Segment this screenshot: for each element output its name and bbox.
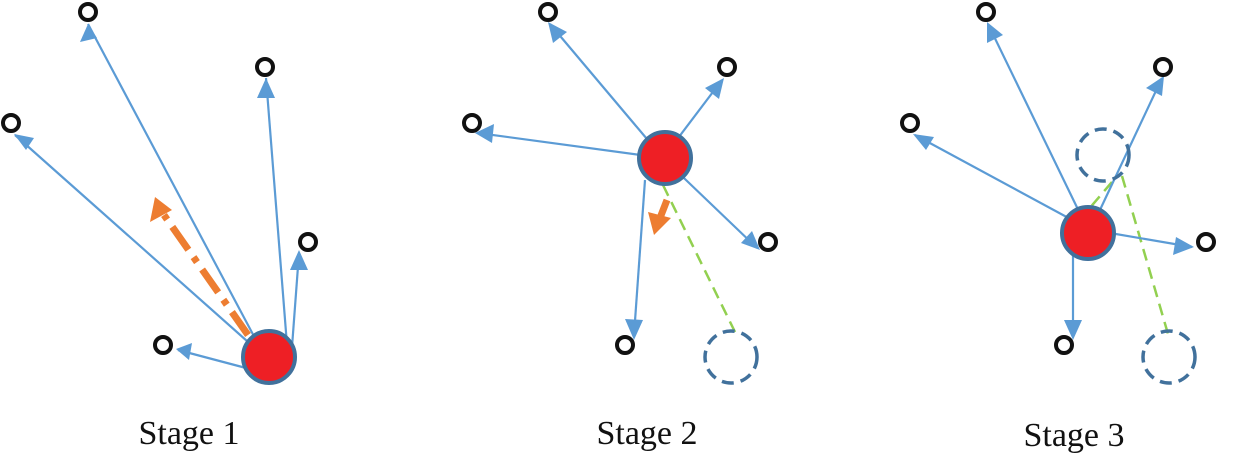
stage-3-panel: Stage 3 <box>900 2 1216 454</box>
motion-arrowhead <box>648 212 671 235</box>
arrowhead <box>290 250 308 270</box>
ghost-node <box>1075 127 1131 183</box>
arrowhead <box>1173 237 1194 255</box>
trail-line <box>661 184 737 333</box>
target-node <box>758 232 778 252</box>
target-node <box>462 113 482 133</box>
arrowhead <box>987 22 1003 43</box>
arrowhead <box>1064 320 1082 340</box>
link-arrow <box>987 23 1088 229</box>
target-node <box>298 232 318 252</box>
arrowhead <box>257 78 275 98</box>
link-arrow <box>914 134 1088 229</box>
agent-node <box>637 130 693 186</box>
agent-node <box>241 329 297 385</box>
target-node <box>1153 57 1173 77</box>
target-node <box>1054 335 1074 355</box>
target-node <box>153 335 173 355</box>
link-arrow <box>477 131 664 160</box>
target-node <box>976 2 996 22</box>
ghost-node <box>703 329 759 385</box>
stage-3-label: Stage 3 <box>1023 417 1124 454</box>
target-node <box>615 335 635 355</box>
link-arrow <box>264 77 289 346</box>
motion-arrow <box>161 212 251 338</box>
link-arrow <box>549 23 664 159</box>
target-node <box>717 57 737 77</box>
target-node <box>1196 232 1216 252</box>
arrowhead <box>176 343 192 360</box>
ghost-node <box>1141 329 1197 385</box>
stage-1-label: Stage 1 <box>138 415 239 452</box>
arrowhead <box>548 22 567 43</box>
arrowhead <box>741 231 760 250</box>
target-node <box>1 113 21 133</box>
target-node <box>255 57 275 77</box>
stage-2-panel: Stage 2 <box>462 2 778 452</box>
arrowhead <box>475 124 494 143</box>
link-arrow <box>87 23 266 358</box>
arrowhead <box>14 134 34 150</box>
agent-node <box>1060 205 1116 261</box>
link-arrow <box>1098 77 1163 213</box>
motion-arrow <box>656 198 671 220</box>
target-node <box>900 113 920 133</box>
arrowhead <box>913 134 934 150</box>
trail-line <box>1120 175 1170 335</box>
stage-1-panel: Stage 1 <box>1 2 318 452</box>
motion-arrowhead <box>150 197 172 222</box>
stage-2-label: Stage 2 <box>596 415 697 452</box>
arrowhead <box>705 78 724 99</box>
arrowhead <box>625 319 643 340</box>
arrowhead <box>1146 76 1164 96</box>
target-node <box>78 2 98 22</box>
arrowhead <box>80 24 97 42</box>
link-arrow <box>632 179 647 336</box>
target-node <box>538 2 558 22</box>
link-arrow <box>14 134 266 358</box>
